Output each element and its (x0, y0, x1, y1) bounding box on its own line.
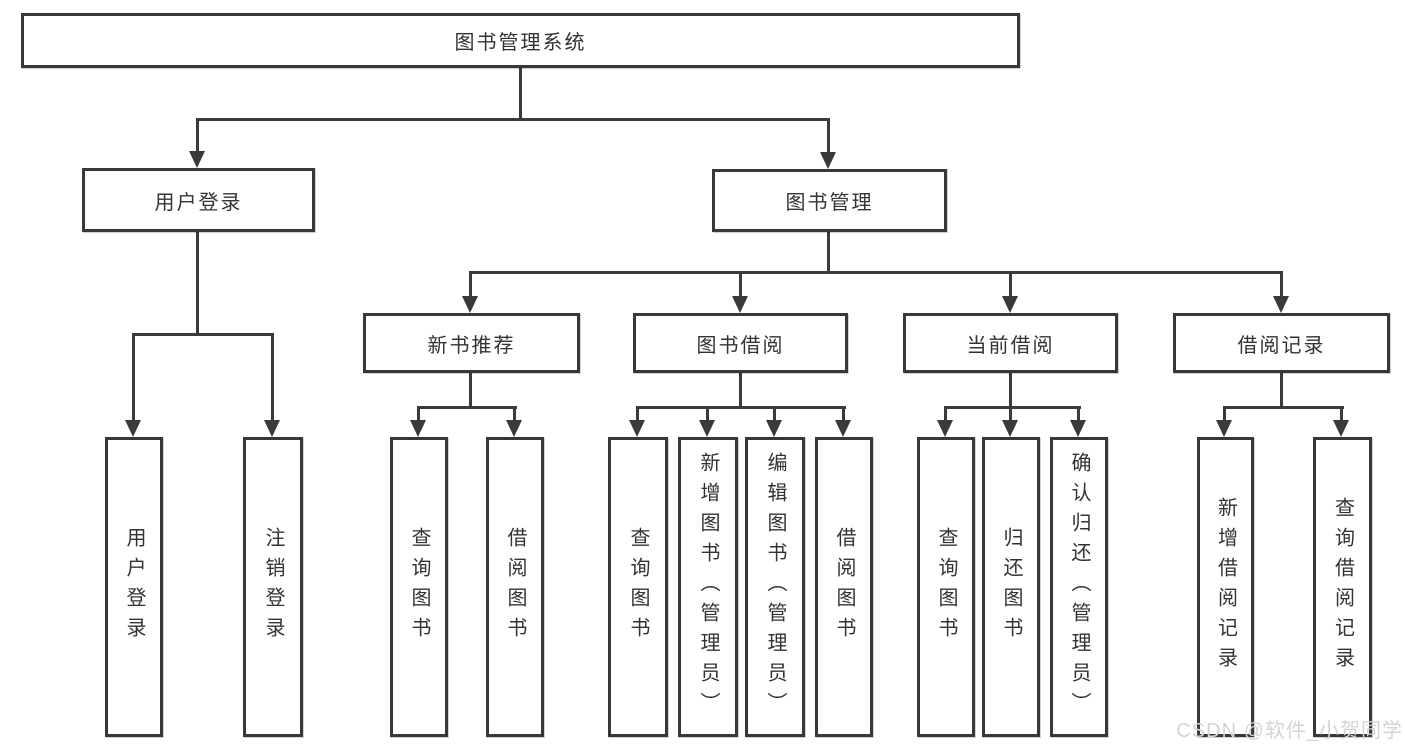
connector (739, 373, 742, 409)
leaf-label: 确认归还（管理员） (1068, 452, 1090, 722)
connector (1009, 373, 1012, 409)
leaf-label: 用户登录 (123, 527, 145, 647)
node-borrow-record: 借阅记录 (1173, 313, 1390, 373)
connector (1223, 406, 1344, 409)
leaf-label: 查询图书 (627, 527, 649, 647)
connector (469, 271, 1283, 274)
connector (944, 406, 947, 422)
leaf-edit-book-admin: 编辑图书（管理员） (745, 437, 805, 737)
node-book-management: 图书管理 (712, 169, 947, 232)
leaf-query-book-1: 查询图书 (390, 437, 448, 737)
connector (1077, 406, 1080, 422)
connector (842, 406, 845, 422)
connector (827, 118, 830, 153)
connector (1009, 406, 1012, 422)
leaf-query-book-3: 查询图书 (917, 437, 975, 737)
leaf-label: 借阅图书 (504, 527, 526, 647)
arrow-down-icon (732, 296, 748, 313)
node-root: 图书管理系统 (21, 13, 1020, 68)
leaf-confirm-return-admin: 确认归还（管理员） (1050, 437, 1108, 737)
connector (1280, 373, 1283, 409)
arrow-down-icon (462, 296, 478, 313)
arrow-down-icon (410, 420, 426, 437)
connector (519, 68, 522, 120)
connector (1009, 271, 1012, 298)
connector (469, 271, 472, 298)
leaf-label: 新增借阅记录 (1214, 497, 1237, 677)
arrow-down-icon (820, 152, 836, 169)
connector (944, 406, 1081, 409)
arrow-down-icon (264, 420, 280, 437)
leaf-label: 归还图书 (1000, 527, 1022, 647)
connector (417, 406, 420, 422)
csdn-watermark: CSDN @软件_小贺同学 (1176, 720, 1403, 742)
arrow-down-icon (1002, 296, 1018, 313)
leaf-query-borrow-record: 查询借阅记录 (1313, 437, 1372, 737)
connector (827, 232, 830, 274)
connector (1223, 406, 1226, 422)
connector (1340, 406, 1343, 422)
connector (1280, 271, 1283, 298)
leaf-label: 查询借阅记录 (1331, 497, 1354, 677)
node-current-borrow: 当前借阅 (903, 313, 1118, 373)
arrow-down-icon (1216, 420, 1232, 437)
arrow-down-icon (937, 420, 953, 437)
leaf-label: 借阅图书 (833, 527, 855, 647)
connector (706, 406, 709, 422)
leaf-logout: 注销登录 (243, 437, 303, 737)
arrow-down-icon (506, 420, 522, 437)
leaf-add-book-admin: 新增图书（管理员） (678, 437, 738, 737)
node-new-book-recommend: 新书推荐 (363, 313, 580, 373)
connector (469, 373, 472, 409)
arrow-down-icon (1333, 420, 1349, 437)
leaf-label: 注销登录 (262, 527, 284, 647)
connector (196, 232, 199, 336)
connector (271, 333, 274, 421)
arrow-down-icon (699, 420, 715, 437)
leaf-user-login: 用户登录 (105, 437, 163, 737)
leaf-add-borrow-record: 新增借阅记录 (1197, 437, 1254, 737)
connector (196, 118, 199, 152)
arrow-down-icon (835, 420, 851, 437)
leaf-label: 查询图书 (408, 527, 430, 647)
node-book-borrow: 图书借阅 (633, 313, 848, 373)
arrow-down-icon (1070, 420, 1086, 437)
arrow-down-icon (125, 420, 141, 437)
leaf-label: 编辑图书（管理员） (764, 452, 786, 722)
arrow-down-icon (766, 420, 782, 437)
leaf-borrow-book-1: 借阅图书 (486, 437, 544, 737)
node-user-login: 用户登录 (82, 168, 315, 232)
arrow-down-icon (189, 151, 205, 168)
connector (739, 271, 742, 298)
connector (196, 118, 830, 121)
connector (773, 406, 776, 422)
leaf-label: 新增图书（管理员） (697, 452, 719, 722)
connector (132, 333, 274, 336)
connector (636, 406, 846, 409)
arrow-down-icon (1002, 420, 1018, 437)
leaf-return-book: 归还图书 (982, 437, 1040, 737)
leaf-label: 查询图书 (935, 527, 957, 647)
leaf-query-book-2: 查询图书 (608, 437, 668, 737)
connector (417, 406, 517, 409)
connector (513, 406, 516, 422)
leaf-borrow-book-2: 借阅图书 (815, 437, 873, 737)
connector (636, 406, 639, 422)
arrow-down-icon (1273, 296, 1289, 313)
connector (132, 333, 135, 421)
arrow-down-icon (629, 420, 645, 437)
